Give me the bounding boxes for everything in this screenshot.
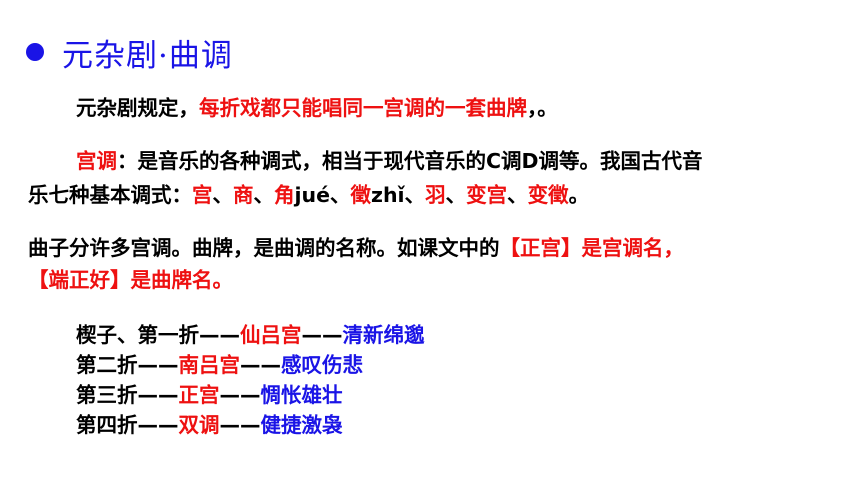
rule-highlight: 每折戏都只能唱同一宫调的一套曲牌 bbox=[199, 96, 527, 120]
act-key: 双调 bbox=[178, 413, 220, 437]
dash: —— bbox=[199, 323, 240, 347]
act-name: 第四折 bbox=[76, 413, 138, 437]
qupai-paragraph-line1: 曲子分许多宫调。曲牌，是曲调的名称。如课文中的【正宫】是宫调名， bbox=[28, 231, 684, 261]
mode-separator: 、 bbox=[445, 183, 467, 207]
mode-2: 角jué bbox=[274, 183, 331, 207]
act-row: 第四折——双调——健捷激袅 bbox=[76, 410, 425, 440]
act-name: 楔子、第一折 bbox=[76, 323, 199, 347]
qupai-red2: 【端正好】是曲牌名。 bbox=[28, 268, 233, 292]
act-row: 第二折——南吕宫——感叹伤悲 bbox=[76, 350, 425, 380]
act-mood: 惆怅雄壮 bbox=[260, 383, 343, 407]
acts-list: 楔子、第一折——仙吕宫——清新绵邈 第二折——南吕宫——感叹伤悲 第三折——正宫… bbox=[76, 320, 425, 440]
qupai-text1: 曲子分许多宫调。曲牌，是曲调的名称。如课文中的 bbox=[28, 236, 500, 260]
gongdiao-label: 宫调 bbox=[76, 149, 117, 173]
mode-2-pinyin: jué bbox=[294, 183, 331, 207]
qupai-red1: 【正宫】是宫调名， bbox=[499, 236, 685, 260]
section-heading: 元杂剧·曲调 bbox=[26, 30, 233, 74]
dash: —— bbox=[219, 413, 261, 437]
mode-end: 。 bbox=[568, 183, 590, 207]
bullet-icon bbox=[26, 43, 44, 61]
gongdiao-text1: ：是音乐的各种调式，相当于现代音乐的C调D调等。我国古代音 bbox=[117, 149, 703, 173]
dash: —— bbox=[137, 383, 179, 407]
act-name: 第二折 bbox=[76, 353, 138, 377]
heading-title: 元杂剧·曲调 bbox=[62, 37, 233, 74]
dash: —— bbox=[137, 353, 179, 377]
mode-3: 徵zhǐ bbox=[350, 183, 405, 207]
mode-0: 宫 bbox=[192, 183, 213, 207]
rule-end: ，。 bbox=[527, 96, 558, 120]
act-key: 仙吕宫 bbox=[240, 323, 302, 347]
act-mood: 健捷激袅 bbox=[260, 413, 343, 437]
mode-1: 商 bbox=[233, 183, 254, 207]
mode-6: 变徵 bbox=[527, 183, 569, 207]
act-row: 第三折——正宫——惆怅雄壮 bbox=[76, 380, 425, 410]
mode-separator: 、 bbox=[212, 183, 234, 207]
rule-lead: 元杂剧规定， bbox=[76, 96, 199, 120]
qupai-paragraph-line2: 【端正好】是曲牌名。 bbox=[28, 263, 233, 293]
mode-5: 变宫 bbox=[466, 183, 508, 207]
dash: —— bbox=[301, 323, 343, 347]
act-row: 楔子、第一折——仙吕宫——清新绵邈 bbox=[76, 320, 425, 350]
dash: —— bbox=[137, 413, 179, 437]
dash: —— bbox=[219, 383, 261, 407]
rule-paragraph: 元杂剧规定，每折戏都只能唱同一宫调的一套曲牌，。 bbox=[76, 91, 558, 121]
mode-separator: 、 bbox=[404, 183, 426, 207]
mode-separator: 、 bbox=[330, 183, 351, 207]
act-mood: 感叹伤悲 bbox=[281, 353, 363, 377]
act-key: 正宫 bbox=[178, 383, 220, 407]
gongdiao-definition-line1: 宫调：是音乐的各种调式，相当于现代音乐的C调D调等。我国古代音 bbox=[76, 144, 703, 174]
gongdiao-definition-line2: 乐七种基本调式：宫、商、角jué、徵zhǐ、羽、变宫、变徵。 bbox=[28, 178, 589, 208]
dash: —— bbox=[240, 353, 281, 377]
mode-3-pinyin: zhǐ bbox=[371, 183, 405, 207]
act-key: 南吕宫 bbox=[178, 353, 241, 377]
mode-separator: 、 bbox=[253, 183, 275, 207]
mode-separator: 、 bbox=[507, 183, 528, 207]
mode-4: 羽 bbox=[425, 183, 446, 207]
gongdiao-text2: 乐七种基本调式： bbox=[28, 183, 192, 207]
act-mood: 清新绵邈 bbox=[342, 323, 425, 347]
act-name: 第三折 bbox=[76, 383, 138, 407]
